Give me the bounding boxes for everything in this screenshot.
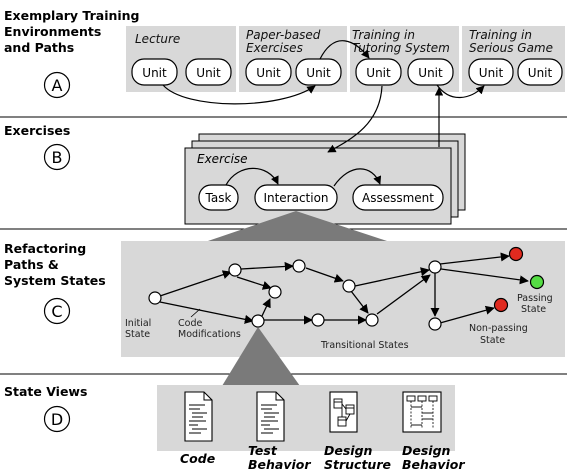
section-d-label: State Views — [4, 384, 87, 399]
step-node-interaction — [254, 184, 338, 211]
annotation-initial-state: Initial State — [125, 318, 154, 340]
state-node — [342, 279, 356, 293]
annotation-transitional-states: Transitional States — [320, 340, 409, 351]
zoom-wedge-interaction — [205, 211, 390, 242]
unit-node — [355, 58, 402, 86]
state-node — [228, 263, 242, 277]
state-node-failing — [508, 246, 524, 262]
view-label-design-structure: Design Structure — [324, 443, 391, 472]
unit-node — [407, 58, 454, 86]
view-label-design-behavior: Design Behavior — [402, 443, 465, 472]
unit-label: Unit — [306, 66, 331, 80]
unit-label: Unit — [256, 66, 281, 80]
unit-node — [295, 58, 342, 86]
environment-exercise-links — [327, 85, 444, 153]
state-graph-panel — [121, 241, 565, 357]
section-b-letter: B — [52, 148, 63, 167]
section-a-label: Exemplary Training Environments and Path… — [4, 8, 144, 55]
unit-node — [245, 58, 292, 86]
environment-lecture: Lecture Unit Unit — [126, 26, 236, 92]
state-node — [365, 313, 379, 327]
unit-label: Unit — [366, 66, 391, 80]
unit-node — [468, 58, 514, 86]
section-b: Exercises B Exercise Task Interaction As… — [4, 85, 466, 225]
environment-tutoring-system: Training in Tutoring System Unit Unit — [350, 26, 459, 92]
view-label-code: Code — [180, 451, 215, 466]
annotation-non-passing-state: Non-passing State — [469, 323, 531, 346]
annotation-leader — [190, 308, 201, 318]
unit-node — [185, 58, 232, 86]
exercise-card-title: Exercise — [197, 152, 248, 166]
state-node — [251, 314, 265, 328]
state-node — [292, 259, 306, 273]
step-flow — [225, 167, 382, 187]
section-c-letter-circle: C — [43, 297, 71, 325]
step-label: Task — [205, 191, 232, 205]
step-label: Assessment — [362, 191, 434, 205]
step-node-task — [198, 184, 239, 211]
state-graph-nodes — [148, 246, 545, 331]
state-node-initial — [148, 291, 162, 305]
environment-paper-based: Paper-based Exercises Unit Unit — [239, 26, 347, 92]
step-node-assessment — [352, 184, 444, 211]
unit-label: Unit — [196, 66, 221, 80]
state-node — [428, 260, 442, 274]
unit-node — [131, 58, 178, 86]
section-b-letter-circle: B — [43, 143, 71, 171]
environment-serious-game: Training in Serious Game Unit Unit — [462, 26, 565, 92]
code-document-icon — [184, 391, 213, 442]
unit-label: Unit — [528, 66, 553, 80]
view-label-test-behavior: Test Behavior — [248, 443, 311, 472]
environment-label: Training in Tutoring System — [352, 28, 450, 55]
section-c-letter: C — [51, 302, 62, 321]
state-node — [268, 285, 282, 299]
unit-node — [517, 58, 563, 86]
unit-label: Unit — [418, 66, 443, 80]
section-d-letter-circle: D — [43, 405, 71, 433]
annotation-code-modifications: Code Modifications — [178, 318, 241, 340]
section-c: Refactoring Paths & System States C — [4, 211, 565, 357]
section-b-label: Exercises — [4, 123, 70, 138]
state-node-non-passing — [493, 297, 509, 313]
step-label: Interaction — [263, 191, 328, 205]
state-node-passing — [529, 274, 545, 290]
sequence-diagram-icon — [402, 391, 442, 433]
section-d-letter: D — [51, 410, 63, 429]
environment-label: Paper-based Exercises — [246, 28, 324, 55]
environment-label: Training in Serious Game — [469, 28, 553, 55]
class-diagram-icon — [329, 391, 358, 433]
environment-label: Lecture — [135, 32, 180, 46]
section-a: Exemplary Training Environments and Path… — [4, 8, 565, 105]
state-node — [428, 317, 442, 331]
state-node — [311, 313, 325, 327]
section-a-letter: A — [52, 76, 63, 95]
unit-label: Unit — [479, 66, 504, 80]
test-document-icon — [256, 391, 285, 442]
unit-label: Unit — [142, 66, 167, 80]
annotation-passing-state: Passing State — [517, 293, 556, 315]
section-a-letter-circle: A — [43, 71, 71, 99]
section-d: State Views D — [4, 327, 465, 472]
state-graph-edges — [156, 252, 529, 325]
zoom-wedge-state — [222, 327, 300, 386]
section-c-label: Refactoring Paths & System States — [4, 241, 106, 288]
